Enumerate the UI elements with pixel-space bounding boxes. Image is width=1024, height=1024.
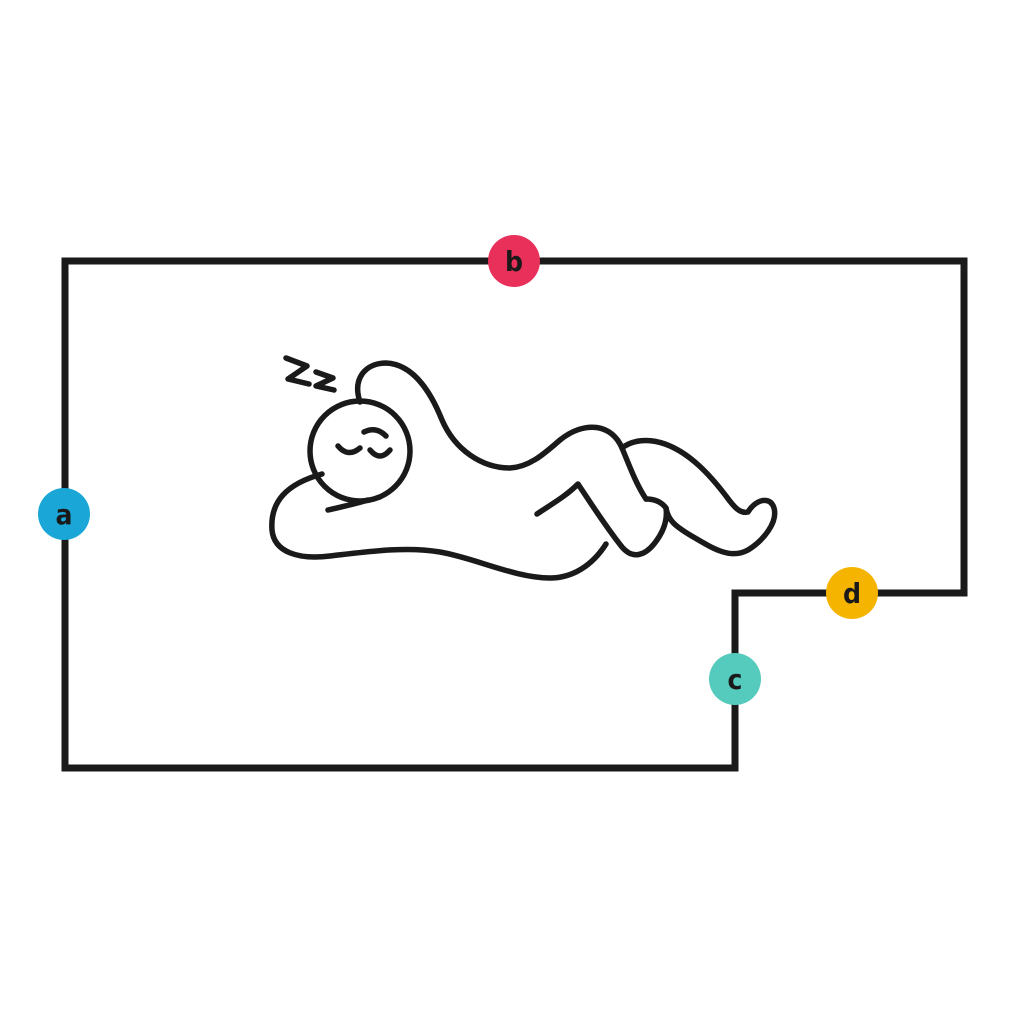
room-outline [61, 257, 968, 772]
raised-arm [355, 360, 563, 471]
marker-b-badge [488, 235, 540, 287]
marker-c-badge [709, 653, 761, 705]
sleeping-person-icon [269, 355, 778, 581]
forearm [325, 497, 371, 513]
marker-a: a [38, 488, 90, 540]
snore-z-2 [313, 369, 337, 393]
resting-arm [534, 481, 670, 558]
marker-c: c [709, 653, 761, 705]
marker-a-label: a [56, 498, 73, 531]
brow [361, 427, 389, 439]
marker-d-label: d [843, 577, 861, 610]
eye-left [335, 443, 363, 456]
marker-b: b [488, 235, 540, 287]
marker-d: d [826, 567, 878, 619]
upper-leg [619, 437, 778, 557]
marker-d-badge [826, 567, 878, 619]
marker-b-label: b [505, 245, 523, 278]
snore-z-1 [283, 355, 312, 387]
eye-right [367, 447, 393, 459]
body-outline [269, 471, 609, 581]
marker-a-badge [38, 488, 90, 540]
marker-c-label: c [728, 663, 743, 696]
